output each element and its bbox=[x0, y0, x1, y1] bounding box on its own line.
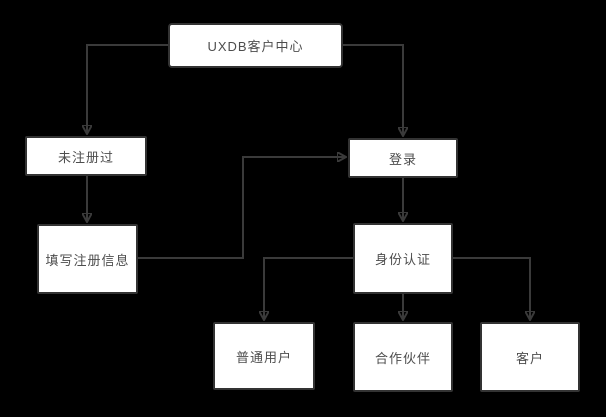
node-customer[interactable]: 客户 bbox=[480, 322, 580, 392]
node-normal-user[interactable]: 普通用户 bbox=[213, 322, 315, 390]
edge-root-to-unregistered bbox=[87, 44, 168, 133]
node-identity-auth-label: 身份认证 bbox=[374, 252, 431, 267]
node-uxdb-customer-center[interactable]: UXDB客户中心 bbox=[168, 23, 343, 68]
node-unregistered-label: 未注册过 bbox=[57, 149, 114, 165]
node-unregistered[interactable]: 未注册过 bbox=[25, 136, 147, 176]
edge-identity-auth-to-customer bbox=[453, 257, 530, 319]
node-identity-auth[interactable]: 身份认证 bbox=[353, 223, 453, 294]
node-normal-user-label: 普通用户 bbox=[235, 349, 292, 365]
node-partner[interactable]: 合作伙伴 bbox=[353, 322, 453, 392]
edge-identity-auth-to-normal-user bbox=[264, 257, 353, 319]
edge-fill-registration-to-login bbox=[138, 157, 345, 259]
node-login-label: 登录 bbox=[388, 151, 417, 167]
node-partner-label: 合作伙伴 bbox=[374, 350, 431, 366]
node-fill-registration-info-label: 填写注册信息 bbox=[45, 252, 130, 268]
node-customer-label: 客户 bbox=[515, 350, 544, 366]
node-uxdb-customer-center-label: UXDB客户中心 bbox=[207, 39, 304, 54]
node-fill-registration-info[interactable]: 填写注册信息 bbox=[37, 224, 138, 294]
node-login[interactable]: 登录 bbox=[348, 138, 458, 178]
edge-root-to-login bbox=[343, 44, 403, 135]
